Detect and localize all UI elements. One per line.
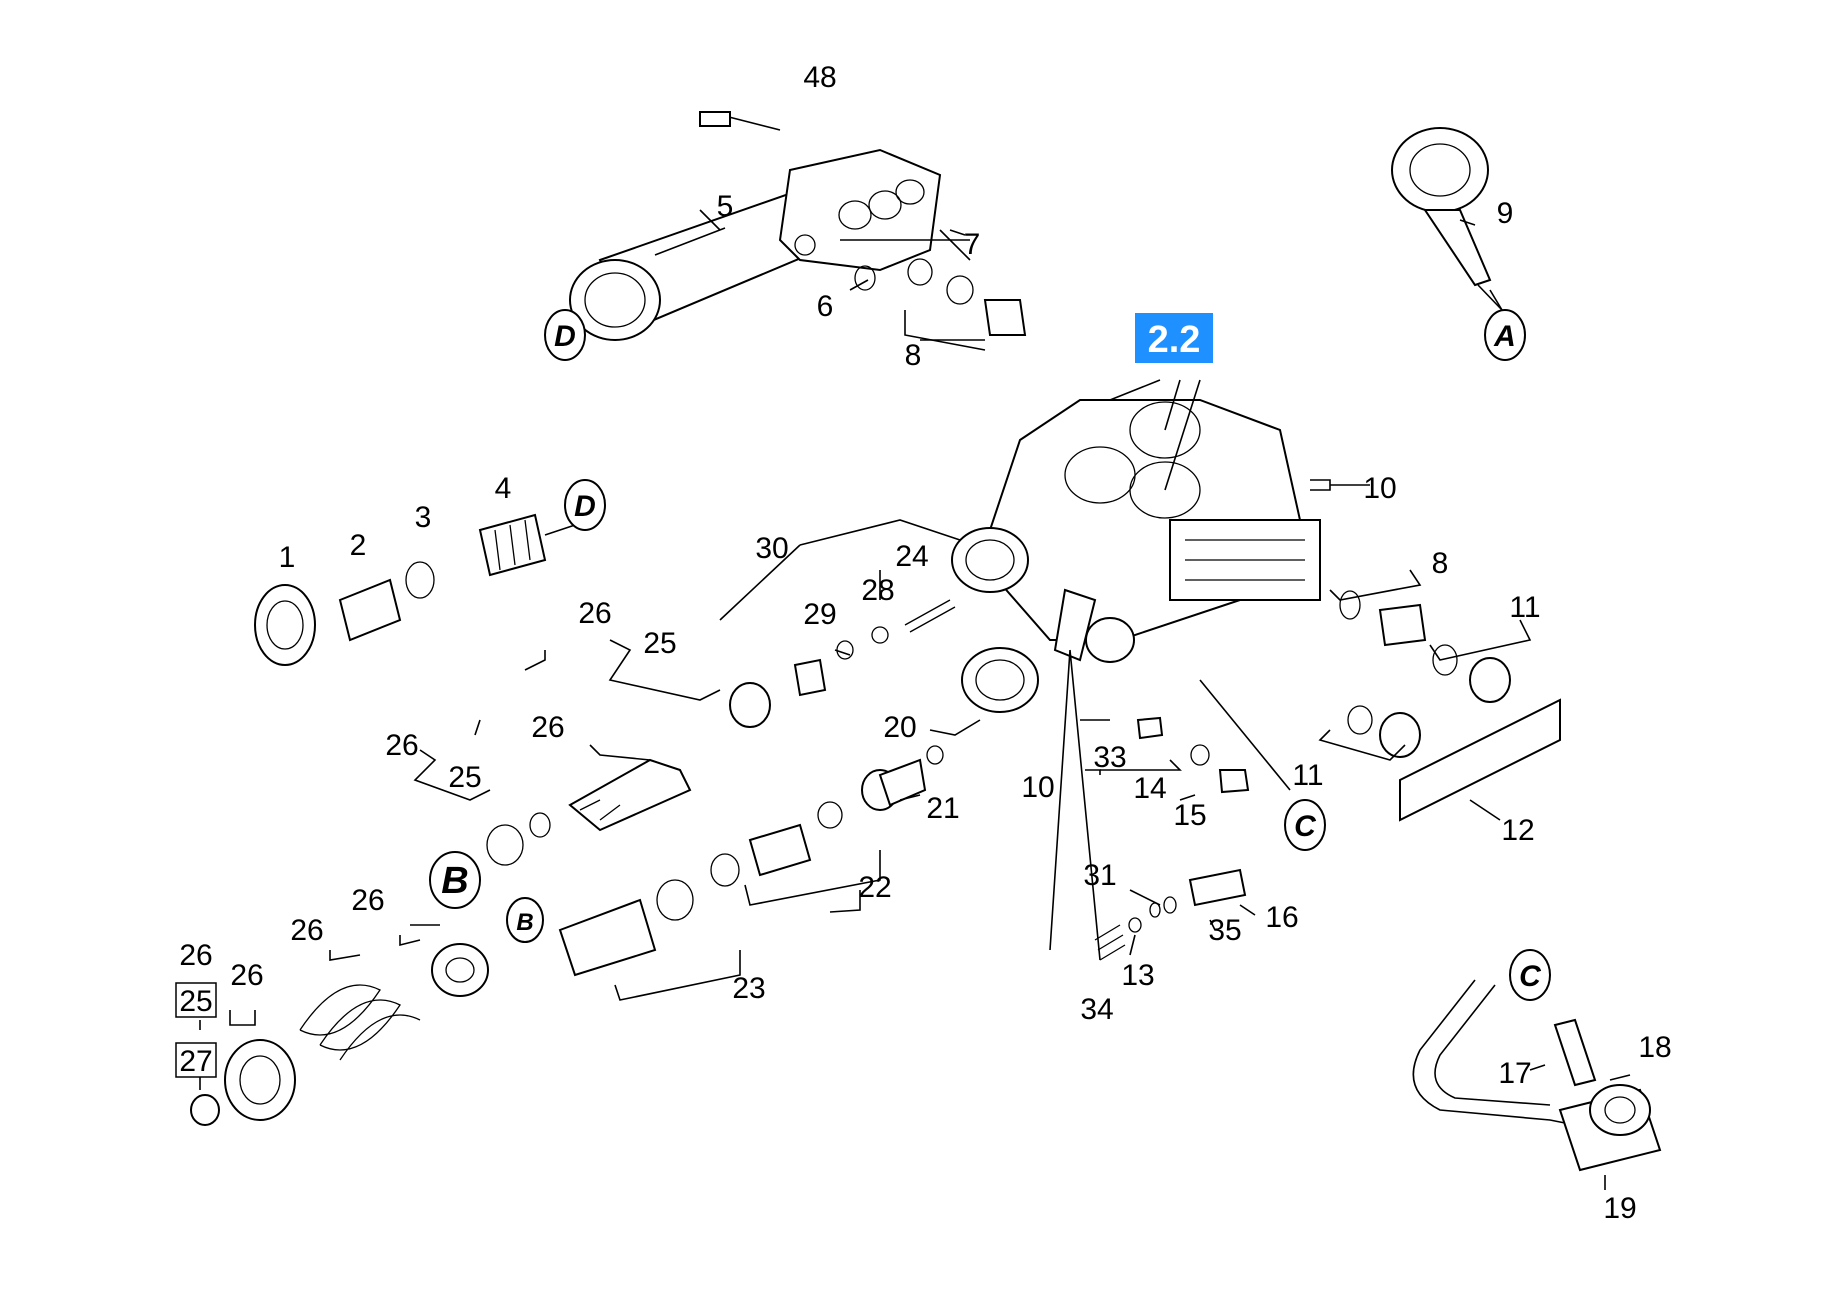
highlight-label-2-2[interactable]: 2.2 [1135, 313, 1213, 363]
label-25-a: 25 [643, 627, 676, 660]
label-48: 48 [803, 61, 836, 94]
svg-text:D: D [554, 320, 576, 353]
label-24: 24 [895, 540, 928, 573]
callout-C-low: C [1509, 949, 1551, 1001]
label-5: 5 [717, 190, 734, 223]
label-15: 15 [1173, 799, 1206, 832]
callout-B-large: B [429, 851, 481, 909]
parts-20-30 [486, 599, 956, 977]
label-20: 20 [883, 711, 916, 744]
label-31: 31 [1083, 859, 1116, 892]
label-26-c: 26 [385, 729, 418, 762]
pump-head-body [951, 399, 1321, 713]
parts-1-4 [254, 513, 591, 666]
parts-17-19-sensor [1412, 979, 1662, 1172]
label-26-e: 26 [290, 914, 323, 947]
callout-B-small: B [506, 897, 544, 943]
label-13: 13 [1121, 959, 1154, 992]
label-box-27 [175, 1042, 217, 1078]
small-parts-right [1094, 590, 1511, 961]
label-19: 19 [1603, 1192, 1636, 1225]
svg-text:2.2: 2.2 [1148, 319, 1201, 361]
label-26-b: 26 [531, 711, 564, 744]
part-12-strip [1399, 698, 1561, 822]
label-9: 9 [1497, 197, 1514, 230]
callout-C-mid: C [1284, 799, 1326, 851]
label-box-25 [175, 982, 217, 1018]
svg-text:C: C [1519, 960, 1542, 993]
label-25-c: 25 [179, 985, 212, 1018]
label-23: 23 [732, 972, 765, 1005]
label-26-d: 26 [351, 884, 384, 917]
label-29: 29 [803, 598, 836, 631]
label-30: 30 [755, 532, 788, 565]
label-2: 2 [350, 529, 367, 562]
part-number-labels: 48 5 7 6 8 9 10 8 11 11 12 1 2 3 4 30 24… [179, 61, 1671, 1225]
label-18: 18 [1638, 1031, 1671, 1064]
label-33: 33 [1093, 741, 1126, 774]
svg-text:A: A [1493, 320, 1516, 353]
label-6: 6 [817, 290, 834, 323]
label-10-low: 10 [1021, 771, 1054, 804]
label-11-a: 11 [1509, 591, 1540, 624]
label-26-a: 26 [578, 597, 611, 630]
label-34: 34 [1080, 993, 1113, 1026]
label-22: 22 [858, 871, 891, 904]
label-10-right: 10 [1363, 472, 1396, 505]
spring-assembly [190, 943, 489, 1126]
callout-D-mid: D [564, 479, 606, 531]
label-25-b: 25 [448, 761, 481, 794]
label-17: 17 [1498, 1057, 1531, 1090]
label-35: 35 [1208, 914, 1241, 947]
leader-lines [199, 219, 1631, 1190]
label-7: 7 [964, 228, 981, 261]
label-12: 12 [1501, 814, 1534, 847]
label-4: 4 [495, 472, 512, 505]
label-1: 1 [279, 541, 296, 574]
label-11-b: 11 [1292, 759, 1323, 792]
label-26-f: 26 [179, 939, 212, 972]
callout-D-top: D [544, 309, 586, 361]
svg-text:C: C [1294, 810, 1317, 843]
label-14: 14 [1133, 772, 1166, 805]
svg-text:D: D [574, 490, 596, 523]
label-27: 27 [179, 1045, 212, 1078]
svg-text:B: B [441, 860, 468, 902]
label-8-top: 8 [905, 339, 922, 372]
callout-A: A [1484, 309, 1526, 361]
label-21: 21 [926, 792, 959, 825]
part-9-gauge [1391, 127, 1503, 311]
label-16: 16 [1265, 901, 1298, 934]
label-28: 28 [861, 574, 894, 607]
label-3: 3 [415, 501, 432, 534]
part-5-tube-assembly [569, 111, 1027, 341]
label-26-g: 26 [230, 959, 263, 992]
label-8-right: 8 [1432, 547, 1449, 580]
svg-text:B: B [516, 909, 533, 936]
